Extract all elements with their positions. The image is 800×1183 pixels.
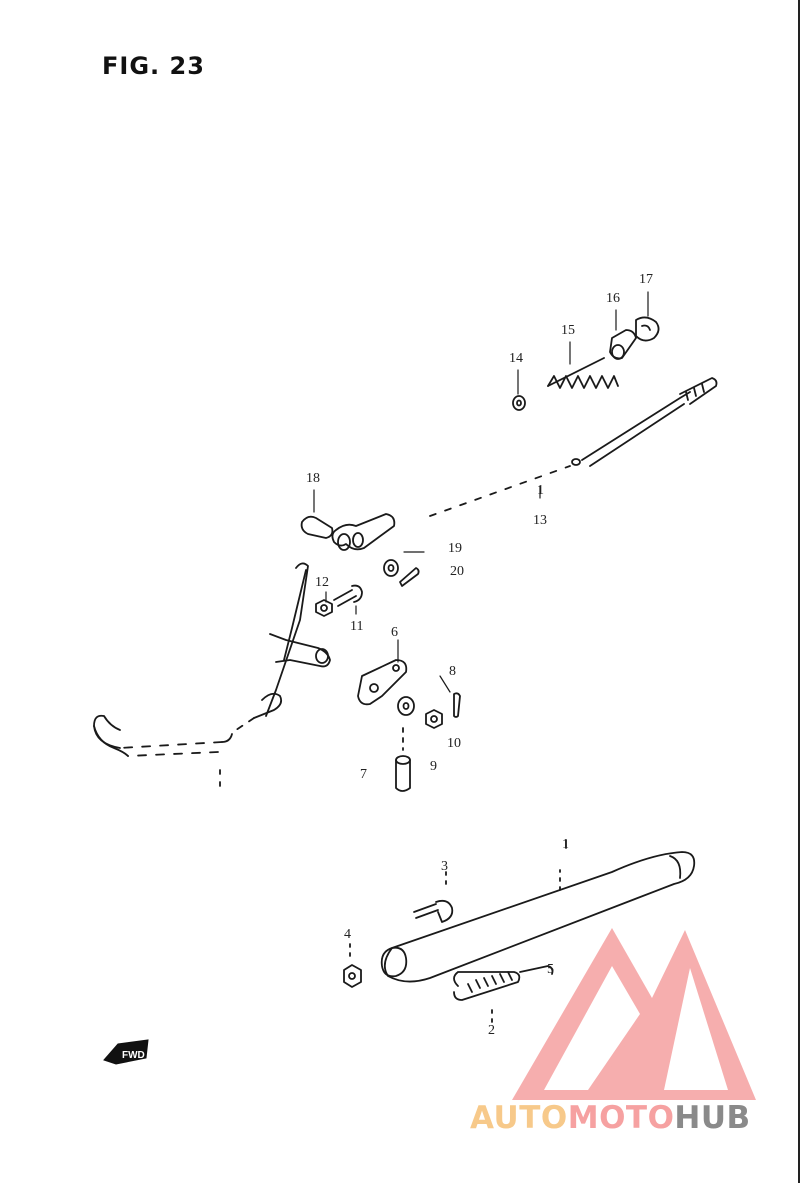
callout-8: 8 bbox=[449, 664, 456, 679]
callout-14: 14 bbox=[509, 351, 523, 366]
part-6-plate bbox=[357, 659, 408, 706]
callout-1: 1 bbox=[537, 483, 544, 498]
watermark-moto: MOTO bbox=[567, 1100, 675, 1136]
callout-3: 3 bbox=[441, 859, 448, 874]
part-15-spring bbox=[547, 357, 619, 389]
callout-18: 18 bbox=[306, 471, 320, 486]
callout-12: 12 bbox=[315, 575, 329, 590]
part-20-cotter-pin bbox=[399, 567, 420, 587]
callout-10: 10 bbox=[447, 736, 461, 751]
callout-11: 11 bbox=[350, 619, 364, 634]
automotohub-logo-icon bbox=[512, 928, 756, 1100]
rod-end-bracket bbox=[331, 513, 396, 551]
leader-lines bbox=[313, 291, 649, 693]
part-19-washer bbox=[383, 559, 399, 577]
part-13-rod bbox=[429, 377, 718, 517]
part-18-pin bbox=[300, 515, 334, 539]
part-16-collar bbox=[609, 329, 637, 360]
watermark-hub: HUB bbox=[674, 1100, 751, 1136]
callout-19: 19 bbox=[448, 541, 462, 556]
figure-title: FIG. 23 bbox=[102, 52, 205, 80]
callout-13: 13 bbox=[533, 513, 547, 528]
part-2-spring bbox=[453, 965, 554, 1027]
part-14-washer bbox=[512, 395, 526, 411]
callout-17: 17 bbox=[639, 272, 653, 287]
part-11-bolt bbox=[333, 584, 363, 607]
callout-6: 6 bbox=[391, 625, 398, 640]
part-10-nut bbox=[425, 709, 443, 729]
callout-4: 4 bbox=[344, 927, 351, 942]
part-17-cap bbox=[635, 316, 660, 342]
callout-2: 2 bbox=[488, 1023, 495, 1038]
part-7-pin bbox=[395, 727, 411, 792]
side-stand bbox=[380, 839, 696, 983]
part-9-cotter bbox=[453, 692, 461, 718]
callout-1-lower: 1 bbox=[562, 837, 569, 852]
callout-5: 5 bbox=[547, 962, 554, 977]
part-12-nut bbox=[315, 599, 333, 617]
fwd-arrow-label: FWD bbox=[122, 1050, 145, 1061]
part-4-nut bbox=[343, 943, 362, 988]
callout-15: 15 bbox=[561, 323, 575, 338]
callout-16: 16 bbox=[606, 291, 620, 306]
callout-20: 20 bbox=[450, 564, 464, 579]
watermark-auto: AUTO bbox=[470, 1100, 568, 1136]
part-3-bolt bbox=[413, 871, 454, 923]
callout-7: 7 bbox=[360, 767, 367, 782]
brake-pedal-arm bbox=[93, 562, 331, 791]
fwd-arrow-icon bbox=[103, 1039, 149, 1065]
automotohub-watermark: AUTOMOTOHUB bbox=[470, 1100, 751, 1136]
callout-9: 9 bbox=[430, 759, 437, 774]
part-8-washer bbox=[397, 696, 415, 716]
